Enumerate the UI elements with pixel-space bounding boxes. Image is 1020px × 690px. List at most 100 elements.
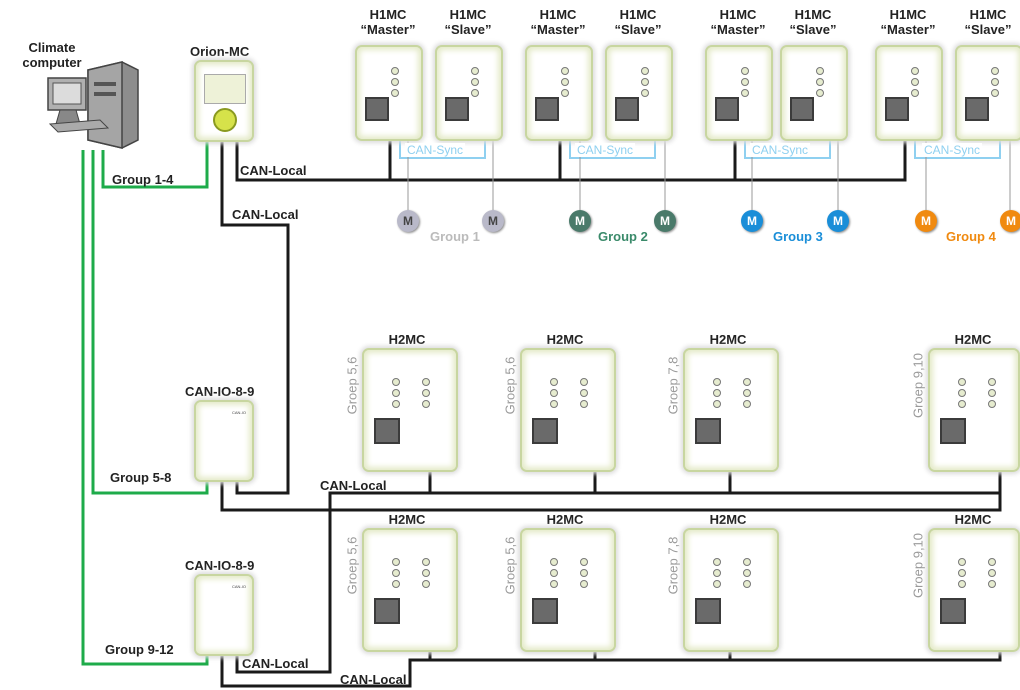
groep-label-1-3: Groep 7,8 [665,356,681,415]
can-local-label-2: CAN-Local [232,207,299,222]
climate-computer-icon [47,61,139,149]
h1mc-device-5 [705,45,773,141]
display-window [365,97,389,121]
motor-group-label-4: Group 4 [946,229,996,244]
motor-icon: M [397,210,419,232]
h1mc-role: “Master” [880,22,936,37]
status-leds [816,67,824,100]
display-window [965,97,989,121]
can-local-wires [220,140,1002,688]
h1mc-label-1: H1MC“Master” [350,7,426,37]
status-leds [741,67,749,100]
h2mc-label-1-2: H2MC [546,332,584,347]
h1mc-name: H1MC [889,7,927,22]
h1mc-role: “Slave” [444,22,492,37]
status-leds-b [988,378,996,411]
groep-label-1-4: Groep 9,10 [910,352,926,419]
status-leds-a [713,558,721,591]
motor-group-label-2: Group 2 [598,229,648,244]
can-io-1-device: CAN-IO [194,400,254,482]
status-leds-a [958,558,966,591]
display-window [940,418,966,444]
status-leds-b [988,558,996,591]
display-window [790,97,814,121]
display-window [715,97,739,121]
status-leds-a [392,378,400,411]
h2mc-label-2-1: H2MC [388,512,426,527]
motor-icon: M [569,210,591,232]
h2mc-device-1-2 [520,348,616,472]
status-leds-a [550,558,558,591]
display-window [374,598,400,624]
h1mc-role: “Master” [530,22,586,37]
can-io-1-label: CAN-IO-8-9 [185,384,255,399]
h1mc-label-2: H1MC“Slave” [430,7,506,37]
h1mc-role: “Master” [710,22,766,37]
motor-group-label-3: Group 3 [773,229,823,244]
status-leds-b [422,558,430,591]
groep-label-2-1: Groep 5,6 [344,536,360,595]
display-window [695,418,721,444]
h1mc-name: H1MC [369,7,407,22]
h1mc-name: H1MC [539,7,577,22]
h2mc-device-2-2 [520,528,616,652]
h1mc-name: H1MC [449,7,487,22]
status-leds-b [743,378,751,411]
status-leds-b [422,378,430,411]
group-5-8-label: Group 5-8 [110,470,172,485]
groep-label-2-2: Groep 5,6 [502,536,518,595]
status-leds-a [550,378,558,411]
h1mc-label-4: H1MC“Slave” [600,7,676,37]
h1mc-device-7 [875,45,943,141]
motor-icon: M [915,210,937,232]
status-leds-a [713,378,721,411]
display-window [532,598,558,624]
h2mc-label-2-2: H2MC [546,512,584,527]
h1mc-label-7: H1MC“Master” [870,7,946,37]
wire-group-1-4 [101,140,209,189]
orion-mc-device [194,60,254,142]
h2mc-device-1-1 [362,348,458,472]
h2mc-label-1-3: H2MC [709,332,747,347]
orion-mc-label: Orion-MC [190,44,250,59]
h1mc-device-3 [525,45,593,141]
h1mc-device-8 [955,45,1020,141]
h1mc-role: “Slave” [614,22,662,37]
h1mc-device-6 [780,45,848,141]
h2mc-label-2-3: H2MC [709,512,747,527]
wire-group-9-12 [81,150,209,666]
can-local-label-5: CAN-Local [340,672,407,687]
display-window [695,598,721,624]
display-window [532,418,558,444]
can-sync-label-1: CAN-Sync [405,143,466,157]
green-wires [81,140,209,666]
h1mc-device-4 [605,45,673,141]
h1mc-role: “Master” [360,22,416,37]
motor-icon: M [654,210,676,232]
can-io-2-device: CAN-IO [194,574,254,656]
can-local-label-4: CAN-Local [242,656,309,671]
status-leds [911,67,919,100]
status-leds-b [580,558,588,591]
motor-icon: M [741,210,763,232]
group-1-4-label: Group 1-4 [112,172,174,187]
display-window [940,598,966,624]
can-io-2-label: CAN-IO-8-9 [185,558,255,573]
motor-icon: M [827,210,849,232]
h2mc-label-1-4: H2MC [954,332,992,347]
can-local-label-3: CAN-Local [320,478,387,493]
h1mc-device-1 [355,45,423,141]
h2mc-device-1-3 [683,348,779,472]
h2mc-device-2-3 [683,528,779,652]
groep-label-2-4: Groep 9,10 [910,532,926,599]
climate-computer-label: Climate computer [22,40,82,70]
can-sync-wires [399,140,1001,159]
h2mc-device-2-1 [362,528,458,652]
h1mc-role: “Slave” [789,22,837,37]
status-leds-b [743,558,751,591]
motor-group-label-1: Group 1 [430,229,480,244]
can-local-label-1: CAN-Local [240,163,307,178]
status-leds-a [392,558,400,591]
motor-icon: M [1000,210,1020,232]
